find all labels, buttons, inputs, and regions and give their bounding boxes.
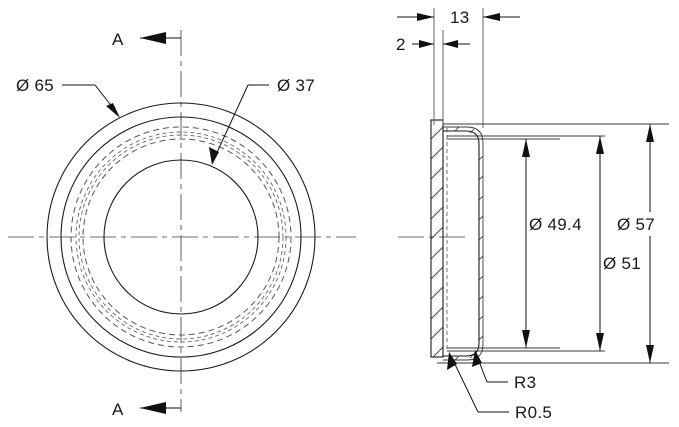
hidden-mid-circle-b xyxy=(78,134,284,340)
dimension-2: 2 xyxy=(396,35,470,54)
label-radius-r3: R3 xyxy=(514,373,536,392)
callout-radius-r3: R3 xyxy=(472,350,536,392)
dim2-arrowhead-right xyxy=(443,40,458,48)
dim57-arrowhead-top xyxy=(646,124,654,142)
section-label-bottom: A xyxy=(112,400,124,419)
section-arrowhead-top xyxy=(140,32,166,44)
dim51-arrowhead-top xyxy=(596,136,604,154)
leader-slant-r05 xyxy=(451,357,479,413)
flange-hatching xyxy=(431,126,443,357)
dim494-arrowhead-bottom xyxy=(522,330,530,348)
leader-arrowhead-dia37 xyxy=(209,147,219,165)
hidden-inner-circle xyxy=(82,138,280,336)
section-arrowhead-bottom xyxy=(140,402,166,414)
dim2-arrowhead-left xyxy=(419,40,434,48)
flange-plate xyxy=(430,119,444,358)
section-view: 13 2 Ø 49.4 Ø 51 xyxy=(396,8,679,422)
dim57-label: Ø 57 xyxy=(617,215,655,234)
dimension-dia-49-4: Ø 49.4 xyxy=(522,139,611,348)
label-outer-diameter: Ø 65 xyxy=(16,76,54,95)
dim51-text-mask xyxy=(601,250,665,274)
leader-arrowhead-r3 xyxy=(472,350,482,367)
flange-face-circle xyxy=(60,116,302,358)
wall-inner-profile xyxy=(443,130,480,357)
front-view: A A Ø 65 Ø 37 xyxy=(8,30,356,419)
leader-slant-dia37 xyxy=(213,84,249,160)
leader-arrowhead-dia65 xyxy=(106,103,120,118)
label-radius-r05: R0.5 xyxy=(515,403,552,422)
dim51-arrowhead-bottom xyxy=(596,333,604,351)
leader-arrowhead-r05 xyxy=(447,352,457,370)
flange-outline xyxy=(430,119,444,358)
dim2-label: 2 xyxy=(396,35,406,54)
dimension-dia-51: Ø 51 xyxy=(596,136,665,351)
dim494-text-mask xyxy=(527,212,611,236)
outer-rim-circle xyxy=(46,102,316,372)
dim57-text-mask xyxy=(616,212,679,236)
callout-radius-r0-5: R0.5 xyxy=(447,352,552,422)
dimension-13: 13 xyxy=(397,8,520,27)
dim13-label: 13 xyxy=(450,8,470,27)
dim51-label: Ø 51 xyxy=(603,254,641,273)
dim13-arrowhead-right xyxy=(483,13,500,21)
dim13-arrowhead-left xyxy=(417,13,434,21)
dim494-arrowhead-top xyxy=(522,139,530,157)
callout-bore-diameter: Ø 37 xyxy=(209,76,315,165)
hidden-outer-circle xyxy=(70,126,292,348)
cylinder-wall-hatching xyxy=(454,126,484,361)
dim57-arrowhead-bottom xyxy=(646,345,654,363)
cylinder-wall-section xyxy=(443,126,484,361)
label-bore-diameter: Ø 37 xyxy=(277,76,315,95)
wall-outer-profile xyxy=(443,126,484,361)
bore-circle xyxy=(103,159,259,315)
dimension-dia-57: Ø 57 xyxy=(616,124,679,363)
hidden-mid-circle-a xyxy=(75,131,287,343)
section-marker-top: A xyxy=(112,30,181,49)
callout-outer-diameter: Ø 65 xyxy=(16,76,120,118)
section-marker-bottom: A xyxy=(112,400,181,419)
section-label-top: A xyxy=(112,30,124,49)
dim494-label: Ø 49.4 xyxy=(529,215,582,234)
